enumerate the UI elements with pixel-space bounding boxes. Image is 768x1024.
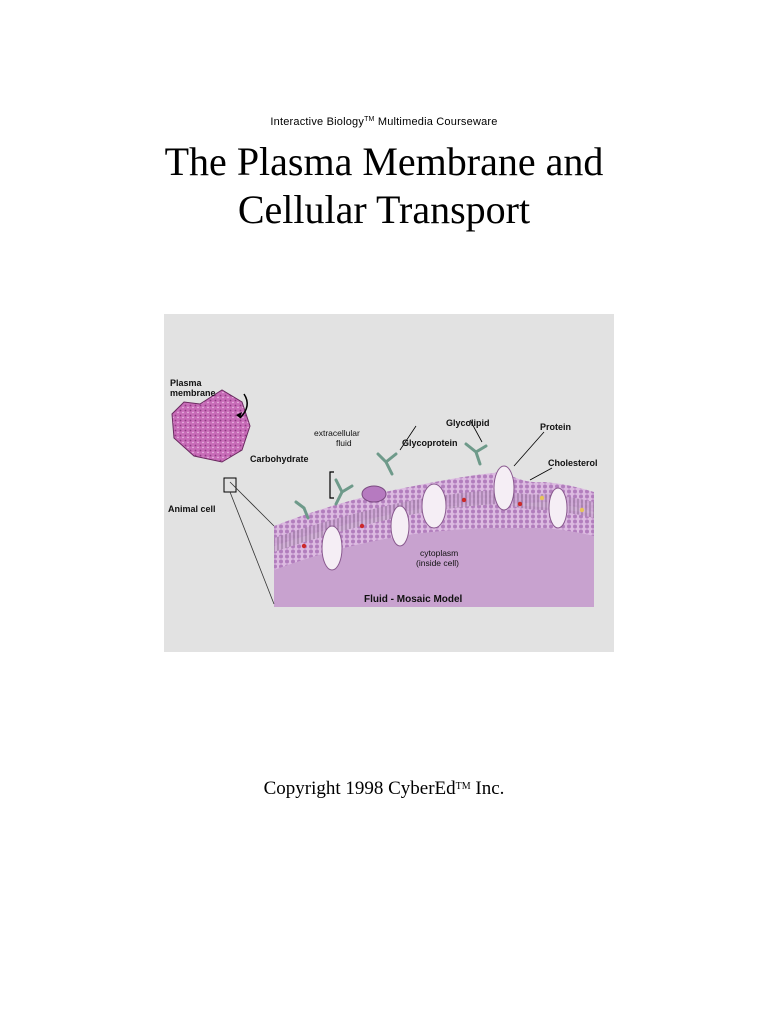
protein-shape	[421, 483, 447, 529]
label-cholesterol: Cholesterol	[548, 458, 598, 468]
copyright-text: Copyright 1998 CyberEd	[263, 778, 456, 799]
zoom-line	[229, 491, 275, 605]
cholesterol-marker	[461, 497, 467, 503]
series-line: Interactive BiologyTM Multimedia Coursew…	[0, 116, 768, 128]
label-glycoprotein: Glycoprotein	[402, 438, 458, 448]
title-line-1: The Plasma Membrane and	[164, 139, 604, 184]
cholesterol-marker	[579, 507, 585, 513]
membrane-inner-layer	[274, 504, 594, 570]
protein-shape	[390, 505, 410, 547]
fluid-mosaic-diagram: Plasma membrane Animal cell extracellula…	[168, 378, 598, 607]
trademark-mark: TM	[455, 781, 471, 792]
series-suffix: Multimedia Courseware	[374, 116, 498, 128]
label-inside-cell: (inside cell)	[416, 558, 459, 568]
trademark-mark: TM	[364, 116, 375, 123]
cytoplasm-region	[274, 505, 594, 607]
cholesterol-marker	[517, 501, 523, 507]
zoom-line	[229, 481, 275, 527]
label-animal-cell: Animal cell	[168, 504, 216, 514]
carbohydrate-chains	[294, 442, 488, 520]
label-extracellular: extracellular	[314, 428, 360, 438]
cholesterol-marker	[539, 495, 545, 501]
membrane-figure: Plasma membrane Animal cell extracellula…	[164, 314, 614, 652]
document-title: The Plasma Membrane and Cellular Transpo…	[0, 138, 768, 234]
label-glycolipid: Glycolipid	[446, 418, 490, 428]
label-plasma: Plasma	[170, 378, 203, 388]
copyright-notice: Copyright 1998 CyberEdTM Inc.	[0, 778, 768, 800]
label-carbohydrate: Carbohydrate	[250, 454, 309, 464]
cholesterol-marker	[359, 523, 365, 529]
membrane-arrow	[239, 393, 248, 419]
title-line-2: Cellular Transport	[237, 187, 531, 232]
label-fluid: fluid	[336, 438, 352, 448]
series-name: Interactive Biology	[270, 116, 365, 128]
protein-shape	[493, 465, 515, 511]
protein-shape	[321, 525, 343, 571]
cholesterol-marker	[301, 543, 307, 549]
label-model: Fluid - Mosaic Model	[364, 594, 463, 605]
label-protein: Protein	[540, 422, 571, 432]
copyright-suffix: Inc.	[470, 778, 505, 799]
label-membrane: membrane	[170, 388, 216, 398]
protein-shape	[361, 485, 387, 503]
animal-cell	[171, 389, 251, 463]
protein-shape	[548, 487, 568, 529]
label-cytoplasm: cytoplasm	[420, 548, 458, 558]
zoom-box	[223, 477, 237, 493]
carbohydrate-bracket	[329, 471, 334, 499]
